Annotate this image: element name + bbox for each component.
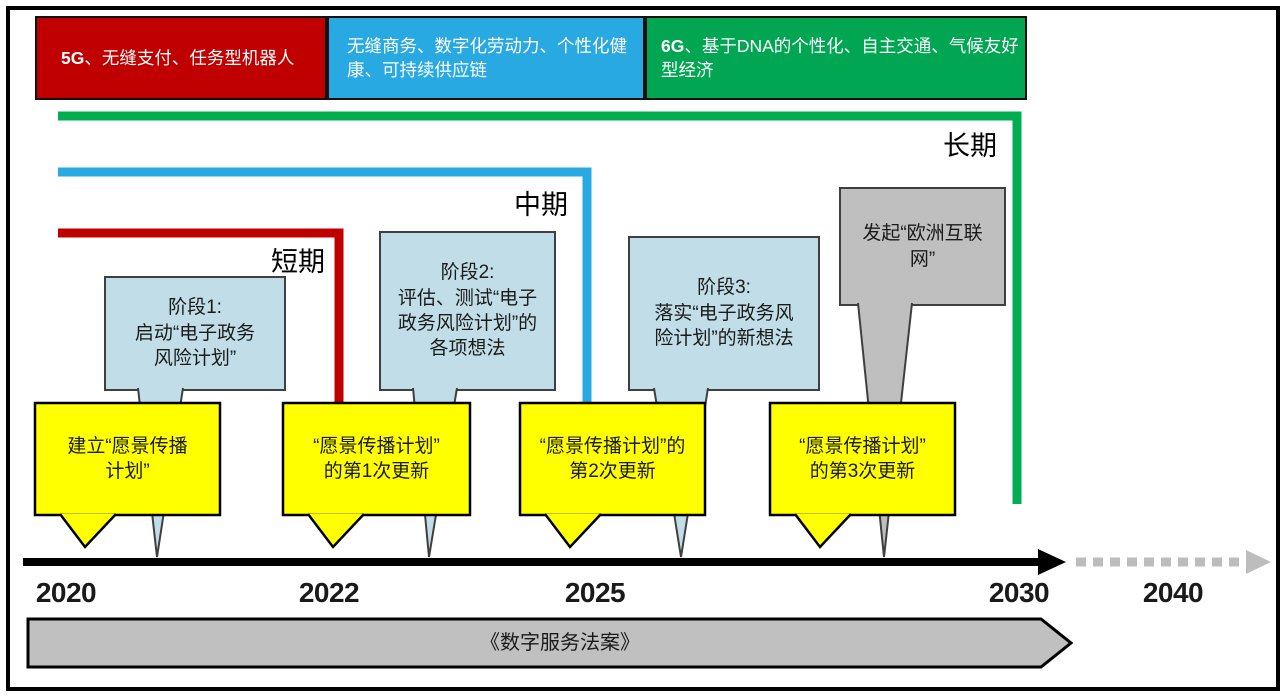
phase2-box [379,231,556,391]
milestone3-pointer [544,513,602,549]
year-2030: 2030 [988,577,1050,608]
internet-box [839,187,1006,306]
milestone1-text: 建立“愿景传播 计划” [67,435,188,482]
year-2025: 2025 [564,577,626,608]
5g-text: 、无缝支付、任务型机器人 [84,47,295,68]
milestone4-pointer [794,513,852,549]
timeline-arrowhead-icon [1038,549,1066,575]
milestone3-box [518,401,707,517]
header-box-mid: 无缝商务、数字化劳动力、个性化健 康、可持续供应链 [327,16,645,100]
milestone2-pointer [307,513,365,549]
short-term-bracket-line [58,228,344,404]
mid-text: 无缝商务、数字化劳动力、个性化健 康、可持续供应链 [347,35,627,80]
milestone2-box [281,401,472,517]
header-box-5g: 5G、无缝支付、任务型机器人 [35,16,327,100]
act-banner-arrow [26,617,1074,669]
milestone4-box [768,401,957,517]
phase3-text: 阶段3: 落实“电子政务风 险计划”的新想法 [654,277,794,350]
milestone1-box [33,401,222,517]
header-box-6g: 6G、基于DNA的个性化、自主交通、气候友好 型经济 [645,16,1027,100]
phase3-box [628,236,820,391]
year-2022: 2022 [298,577,360,608]
milestone3-text: “愿景传播计划”的 第2次更新 [539,435,686,482]
dashed-arrowhead-icon [1246,550,1271,574]
year-2020: 2020 [35,577,97,608]
mid-term-bracket-line [58,167,592,404]
short-term-label: 短期 [271,247,325,277]
6g-label: 6G [661,35,685,56]
6g-text: 、基于DNA的个性化、自主交通、气候友好 型经济 [661,35,1019,80]
5g-label: 5G [61,47,85,68]
long-term-label: 长期 [943,131,997,161]
long-term-bracket-line [58,111,1022,504]
year-2040: 2040 [1142,577,1204,608]
timeline-axis [23,558,1040,566]
milestone1-pointer [59,513,117,549]
act-banner-text: 《数字服务法案》 [480,631,640,654]
phase2-text: 阶段2: 评估、测试“电子 政务风险计划”的 各项想法 [397,262,538,360]
mid-term-label: 中期 [514,190,568,220]
phase1-box [104,276,286,391]
milestone2-text: “愿景传播计划” 的第1次更新 [313,435,440,482]
internet-text: 发起“欧洲互联 网” [862,223,983,270]
phase1-text: 阶段1: 启动“电子政务 风险计划” [134,297,256,370]
milestone4-text: “愿景传播计划” 的第3次更新 [799,435,926,482]
page-border [6,6,1280,691]
